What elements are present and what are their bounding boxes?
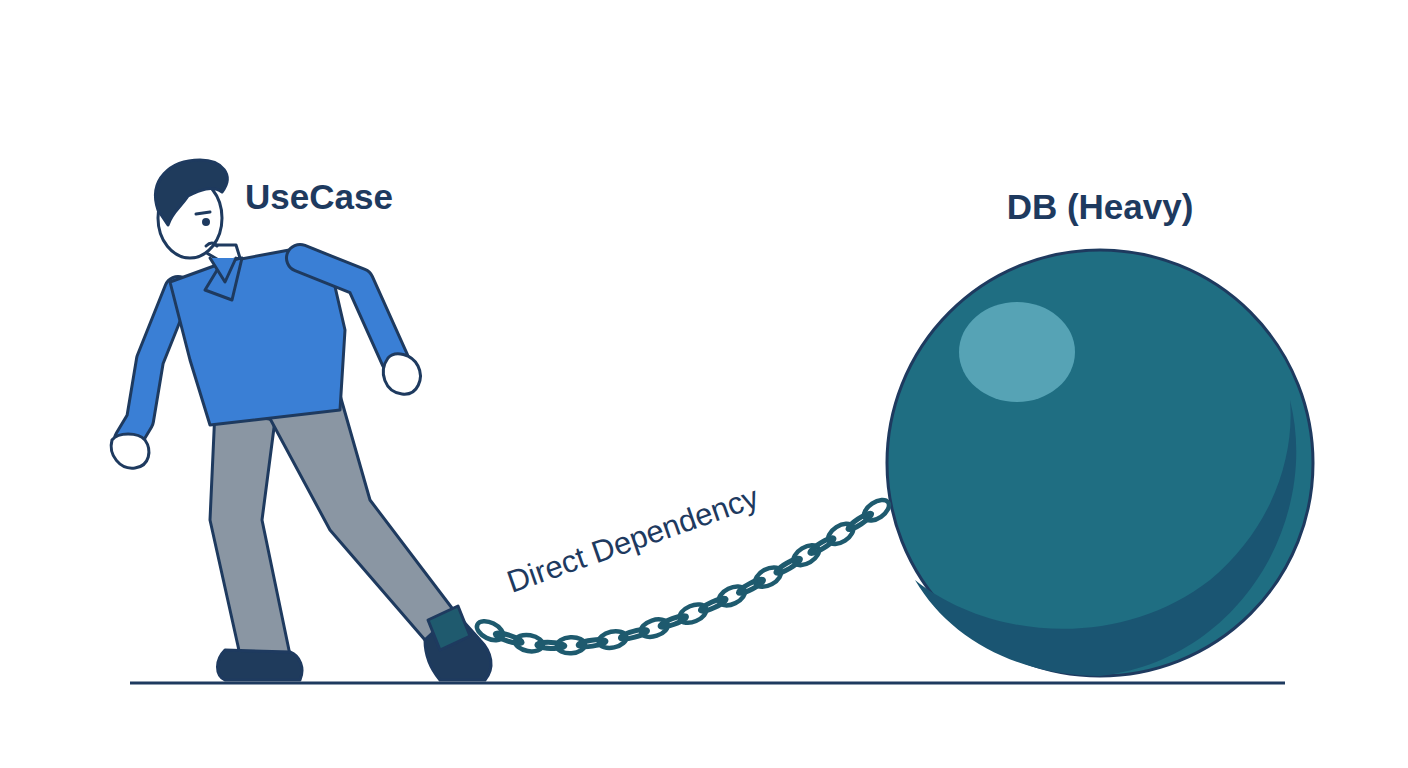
heavy-ball-illustration (887, 250, 1313, 676)
ball-shape (885, 178, 1315, 688)
ground-line (130, 682, 1285, 685)
db-ball: DB (Heavy) (885, 178, 1315, 688)
node-label: DB (Heavy) (885, 188, 1315, 227)
connector-label: Direct Dependency (502, 480, 763, 601)
chain-link (860, 496, 892, 525)
usecase-figure: UseCase (105, 150, 480, 690)
person-shape (105, 150, 480, 690)
person-illustration (111, 160, 491, 680)
node-label: UseCase (245, 178, 393, 217)
